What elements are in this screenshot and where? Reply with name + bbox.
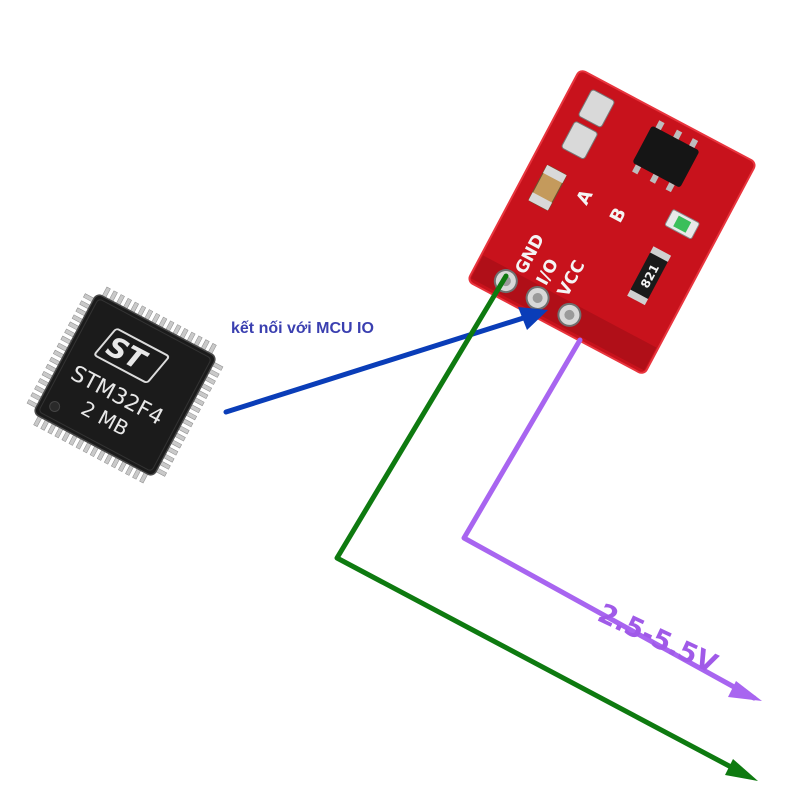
smd-components: 821 xyxy=(528,89,700,306)
vcc-arrowhead xyxy=(728,681,762,701)
vcc-wire xyxy=(461,337,762,701)
gnd-arrowhead xyxy=(725,759,758,781)
touch-ic xyxy=(633,126,699,187)
mcu-connection-label: kết nối với MCU IO xyxy=(231,320,374,337)
io-wire xyxy=(223,307,548,415)
resistor xyxy=(630,252,668,300)
touch-sensor-module: 821 A B GND I/O VCC xyxy=(468,70,756,374)
stm32-chip: ST STM32F4 2 MB xyxy=(26,286,224,484)
gnd-wire xyxy=(334,273,758,781)
chip-body xyxy=(34,294,216,476)
io-arrowhead xyxy=(518,307,548,330)
